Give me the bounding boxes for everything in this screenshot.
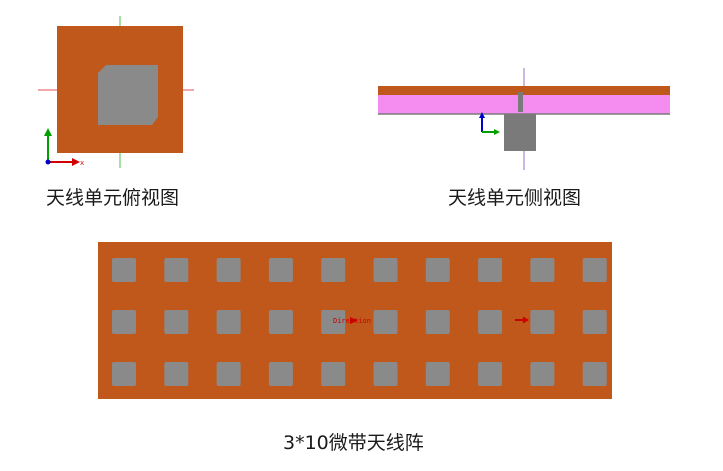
array-patch (425, 362, 450, 386)
array-patch (216, 258, 241, 282)
direction-marker: Direction (333, 316, 529, 325)
array-patch (373, 310, 398, 334)
array-patch (268, 258, 293, 282)
array-patch (478, 258, 503, 282)
array-patch (321, 310, 346, 334)
axis-triad-side (479, 112, 500, 135)
top-copper-layer (378, 86, 670, 95)
array-patches (112, 258, 607, 386)
array-patch (373, 362, 398, 386)
array-patch (268, 362, 293, 386)
array-patch (478, 310, 503, 334)
array-patch (530, 362, 555, 386)
array-patch (321, 258, 346, 282)
side-view-diagram (378, 68, 670, 170)
array-patch (164, 362, 189, 386)
array-patch (425, 258, 450, 282)
caption-array: 3*10微带天线阵 (283, 432, 424, 454)
array-patch (373, 258, 398, 282)
array-diagram: Direction (98, 242, 612, 399)
array-patch (164, 310, 189, 334)
array-patch (216, 310, 241, 334)
patch-element (98, 65, 158, 125)
direction-label: Direction (333, 317, 371, 325)
array-patch (112, 362, 136, 386)
array-patch (112, 310, 136, 334)
substrate-layer (378, 94, 670, 114)
array-patch (530, 258, 555, 282)
feed-pin (518, 92, 523, 112)
axis-triad: x (44, 128, 84, 167)
array-patch (582, 362, 607, 386)
array-patch (582, 310, 607, 334)
array-patch (582, 258, 607, 282)
array-patch (216, 362, 241, 386)
array-patch (530, 310, 555, 334)
array-patch (321, 362, 346, 386)
caption-side-view: 天线单元侧视图 (448, 187, 582, 209)
array-patch (268, 310, 293, 334)
top-view-diagram: x (38, 16, 194, 168)
sma-connector (504, 114, 536, 151)
array-patch (425, 310, 450, 334)
array-patch (164, 258, 189, 282)
caption-top-view: 天线单元俯视图 (46, 187, 180, 209)
array-patch (478, 362, 503, 386)
array-patch (112, 258, 136, 282)
axis-x-label: x (80, 159, 84, 167)
